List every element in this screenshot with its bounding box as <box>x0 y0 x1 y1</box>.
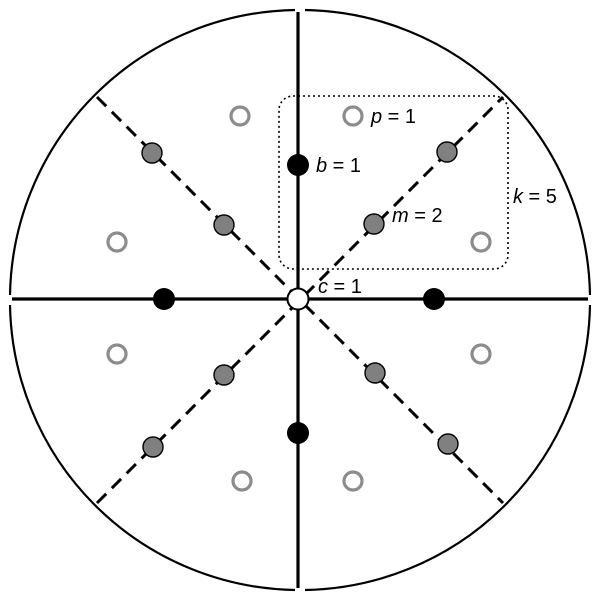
grey-point <box>436 141 458 163</box>
label-m-value: = 2 <box>409 205 443 227</box>
outer-arc-bottom-right <box>304 304 592 592</box>
hollow-point <box>470 343 492 365</box>
grey-point <box>142 436 164 458</box>
black-point <box>287 154 309 176</box>
dotted-boundary-box <box>278 95 509 270</box>
hollow-points <box>106 105 492 492</box>
diagonal-line-anti <box>95 95 505 505</box>
label-b-value: = 1 <box>327 155 361 177</box>
label-m: m = 2 <box>392 205 443 227</box>
diagonal-line-main <box>95 95 505 505</box>
label-c-value: = 1 <box>328 276 362 298</box>
outer-circle <box>8 8 592 592</box>
hollow-point <box>106 231 128 253</box>
grey-point <box>141 142 163 164</box>
label-b-var: b <box>316 155 327 177</box>
label-k-value: = 5 <box>523 186 557 208</box>
label-p-value: = 1 <box>382 106 416 128</box>
hollow-point <box>342 105 364 127</box>
label-c: c = 1 <box>318 276 362 298</box>
label-p-var: p <box>370 106 382 128</box>
black-point <box>423 288 445 310</box>
outer-arc-top-right <box>304 8 592 296</box>
label-c-var: c <box>318 276 328 298</box>
label-m-var: m <box>392 205 409 227</box>
grey-point <box>213 214 235 236</box>
label-k: k = 5 <box>513 186 557 208</box>
grey-point <box>437 433 459 455</box>
black-points <box>153 154 445 444</box>
hollow-point <box>470 231 492 253</box>
black-point <box>153 288 175 310</box>
grey-point <box>213 364 235 386</box>
grey-point <box>363 213 385 235</box>
label-b: b = 1 <box>316 155 361 177</box>
outer-arc-top-left <box>8 8 296 296</box>
label-p: p = 1 <box>370 106 416 128</box>
hollow-point <box>106 343 128 365</box>
center-point <box>286 287 310 311</box>
hollow-point <box>342 470 364 492</box>
outer-arc-bottom-left <box>8 304 296 592</box>
label-k-var: k <box>513 186 524 208</box>
hollow-point <box>229 105 251 127</box>
grey-points <box>141 141 459 458</box>
hollow-point <box>231 470 253 492</box>
black-point <box>287 422 309 444</box>
grey-point <box>364 362 386 384</box>
